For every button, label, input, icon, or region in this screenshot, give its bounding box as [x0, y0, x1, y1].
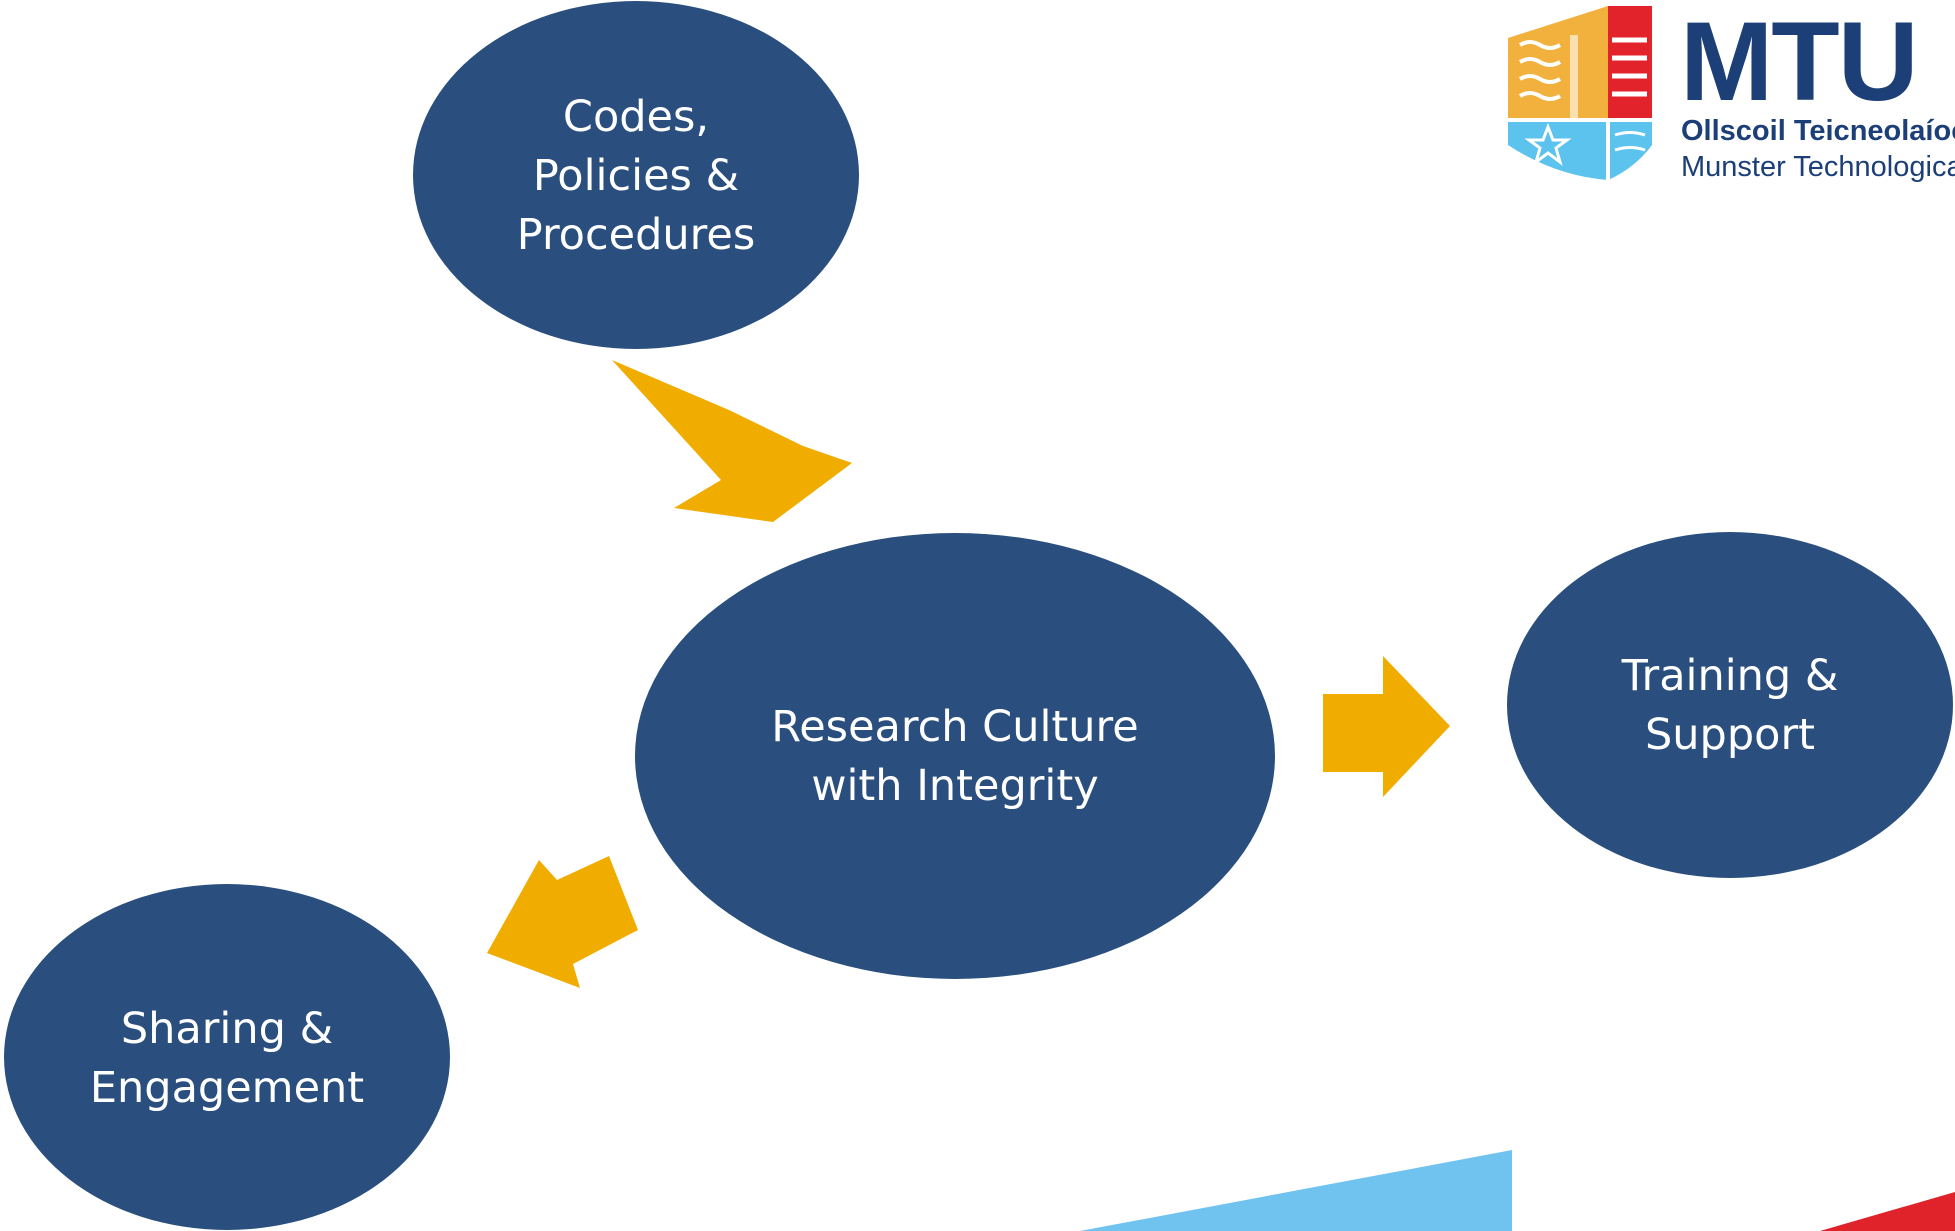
node-left-shape	[4, 884, 450, 1230]
node-top-line-1: Codes,	[563, 92, 709, 142]
node-right-shape	[1507, 532, 1953, 878]
mtu-shield-icon	[1508, 6, 1652, 180]
node-top-shape	[413, 1, 859, 349]
node-top-line-3: Procedures	[517, 210, 755, 260]
logo-wordmark: MTU	[1680, 0, 1917, 124]
node-center: Research Culture with Integrity	[635, 533, 1275, 979]
mtu-logo: MTU Ollscoil Teicneolaíocht Munster Tech…	[1508, 0, 1955, 183]
arrow-to-left	[487, 856, 638, 988]
logo-line-1: Ollscoil Teicneolaíocht	[1681, 115, 1955, 147]
arrow-to-right	[1323, 656, 1450, 797]
node-right-line-1: Training &	[1621, 651, 1839, 701]
logo-line-2: Munster Technological	[1681, 151, 1955, 183]
blue-ribbon-shape	[1080, 1150, 1512, 1231]
node-center-shape	[635, 533, 1275, 979]
arrow-to-top	[612, 360, 852, 522]
node-top-line-2: Policies &	[533, 151, 739, 201]
node-top: Codes, Policies & Procedures	[413, 1, 859, 349]
node-right: Training & Support	[1507, 532, 1953, 878]
node-center-line-2: with Integrity	[811, 761, 1098, 811]
node-right-line-2: Support	[1645, 710, 1815, 760]
node-left-line-1: Sharing &	[121, 1004, 333, 1054]
node-left: Sharing & Engagement	[4, 884, 450, 1230]
node-left-line-2: Engagement	[90, 1063, 364, 1113]
red-ribbon-shape	[1820, 1192, 1955, 1231]
node-center-line-1: Research Culture	[771, 702, 1138, 752]
